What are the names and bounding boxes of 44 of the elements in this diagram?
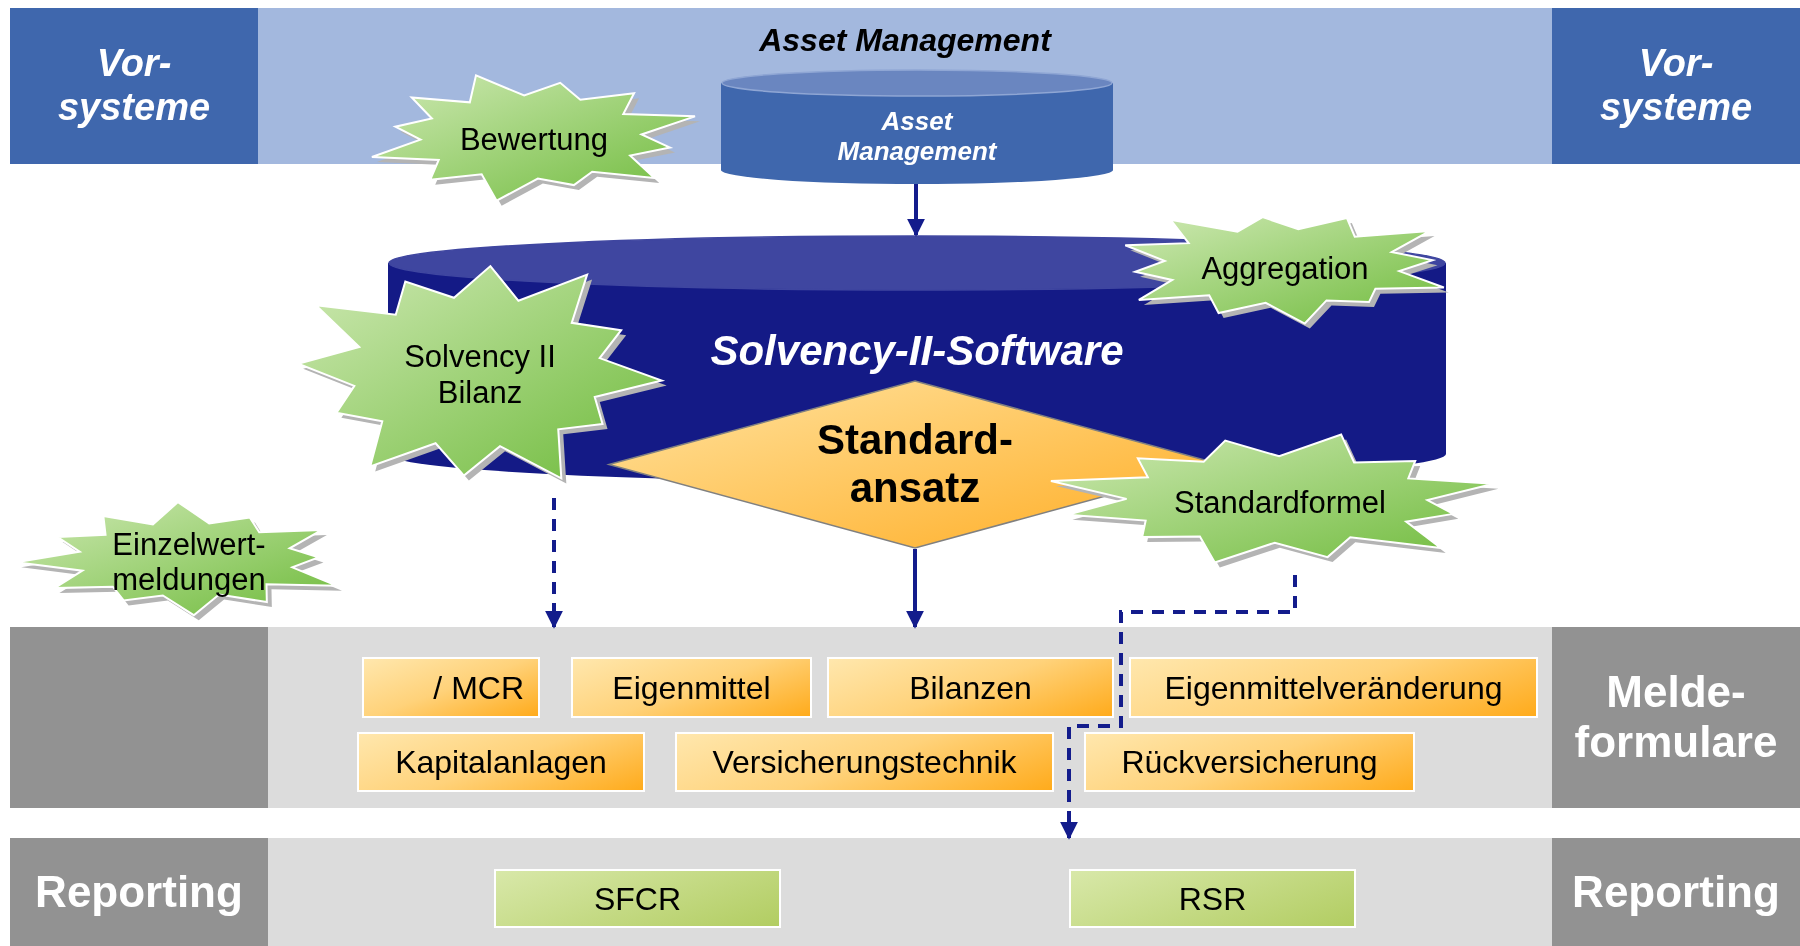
category-label [10,8,258,164]
report-box [1069,869,1356,928]
diamond-label: Standard- ansatz [816,415,1014,513]
category-label [1552,8,1800,164]
box-label: RSR [1178,880,1247,917]
box-label: Rückversicherung [1121,743,1378,781]
category-label [1552,627,1800,808]
category-label [1552,838,1800,946]
box-label: Versicherungstechnik [712,743,1017,781]
box-label: / MCR [433,669,524,706]
section-band [268,627,1552,808]
vs-label: Vor- systeme [56,42,212,130]
form-box [1084,732,1415,792]
form-box [675,732,1054,792]
cylinder-label: Solvency-II-Software [710,326,1124,376]
box-label: SFCR [593,880,682,917]
cylinder-label: Asset Management [836,107,999,167]
arrow [906,549,924,629]
section-band [268,838,1552,946]
form-box [571,657,812,718]
arrow [1060,575,1297,840]
box-label: Eigenmittelveränderung [1164,669,1503,706]
form-box [827,657,1114,718]
starburst-label: Solvency II Bilanz [403,339,557,411]
starburst-label: Aggregation [1200,251,1370,287]
arrow [907,184,925,237]
box-label: Eigenmittel [612,669,771,706]
category-text: Reporting [1571,866,1781,918]
category-label [10,627,268,808]
category-text: Reporting [34,866,244,918]
starburst-label: Standardformel [1173,484,1387,521]
arrow [545,498,563,629]
form-box [357,732,645,792]
category-text: Melde- formulare [1573,666,1779,769]
starburst-label: Einzelwert- meldungen [111,526,267,599]
form-box [1129,657,1538,718]
report-box [494,869,781,928]
vs-label: Vor- systeme [1598,42,1754,130]
band-heading: Asset Management [759,21,1051,59]
form-box [362,657,540,718]
starburst-label: Bewertung [458,122,610,158]
category-label [10,838,268,946]
box-label: Bilanzen [909,669,1032,706]
box-label: Kapitalanlagen [395,743,607,781]
